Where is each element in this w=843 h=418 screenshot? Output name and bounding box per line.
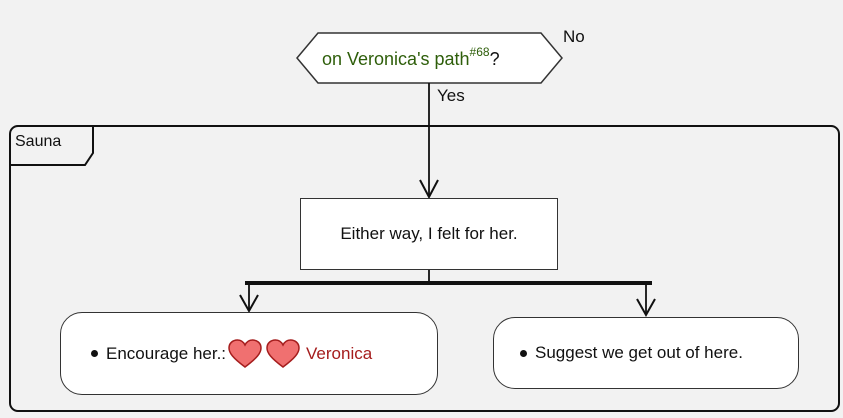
character-name: Veronica (306, 343, 373, 363)
decision-diamond (296, 32, 563, 84)
decision-condition: on Veronica's path#68? (322, 45, 500, 70)
yes-label: Yes (437, 86, 465, 105)
branch-text: Suggest we get out of here. (535, 343, 743, 362)
activity-box: Either way, I felt for her. (300, 198, 558, 270)
heart-icon (266, 338, 300, 368)
branch-option-encourage: Encourage her.: Veronica (60, 312, 438, 395)
condition-text: on Veronica's path (322, 49, 470, 69)
frame-label: Sauna (15, 133, 62, 150)
bullet-icon (91, 350, 98, 357)
arrow-head-icon (636, 298, 656, 318)
sauna-frame (9, 125, 840, 412)
condition-ref: #68 (469, 45, 490, 59)
branch-text: Encourage her.: (106, 343, 227, 363)
no-label: No (563, 27, 585, 46)
activity-text: Either way, I felt for her. (340, 224, 518, 243)
fork-bar (245, 281, 652, 285)
heart-icon (228, 338, 262, 368)
arrow-head-icon (239, 294, 259, 314)
sauna-frame-tab (10, 126, 94, 166)
bullet-icon (520, 349, 527, 357)
arrow-head-icon (419, 179, 439, 200)
question-mark: ? (489, 49, 500, 69)
branch-option-suggest: Suggest we get out of here. (493, 317, 799, 389)
